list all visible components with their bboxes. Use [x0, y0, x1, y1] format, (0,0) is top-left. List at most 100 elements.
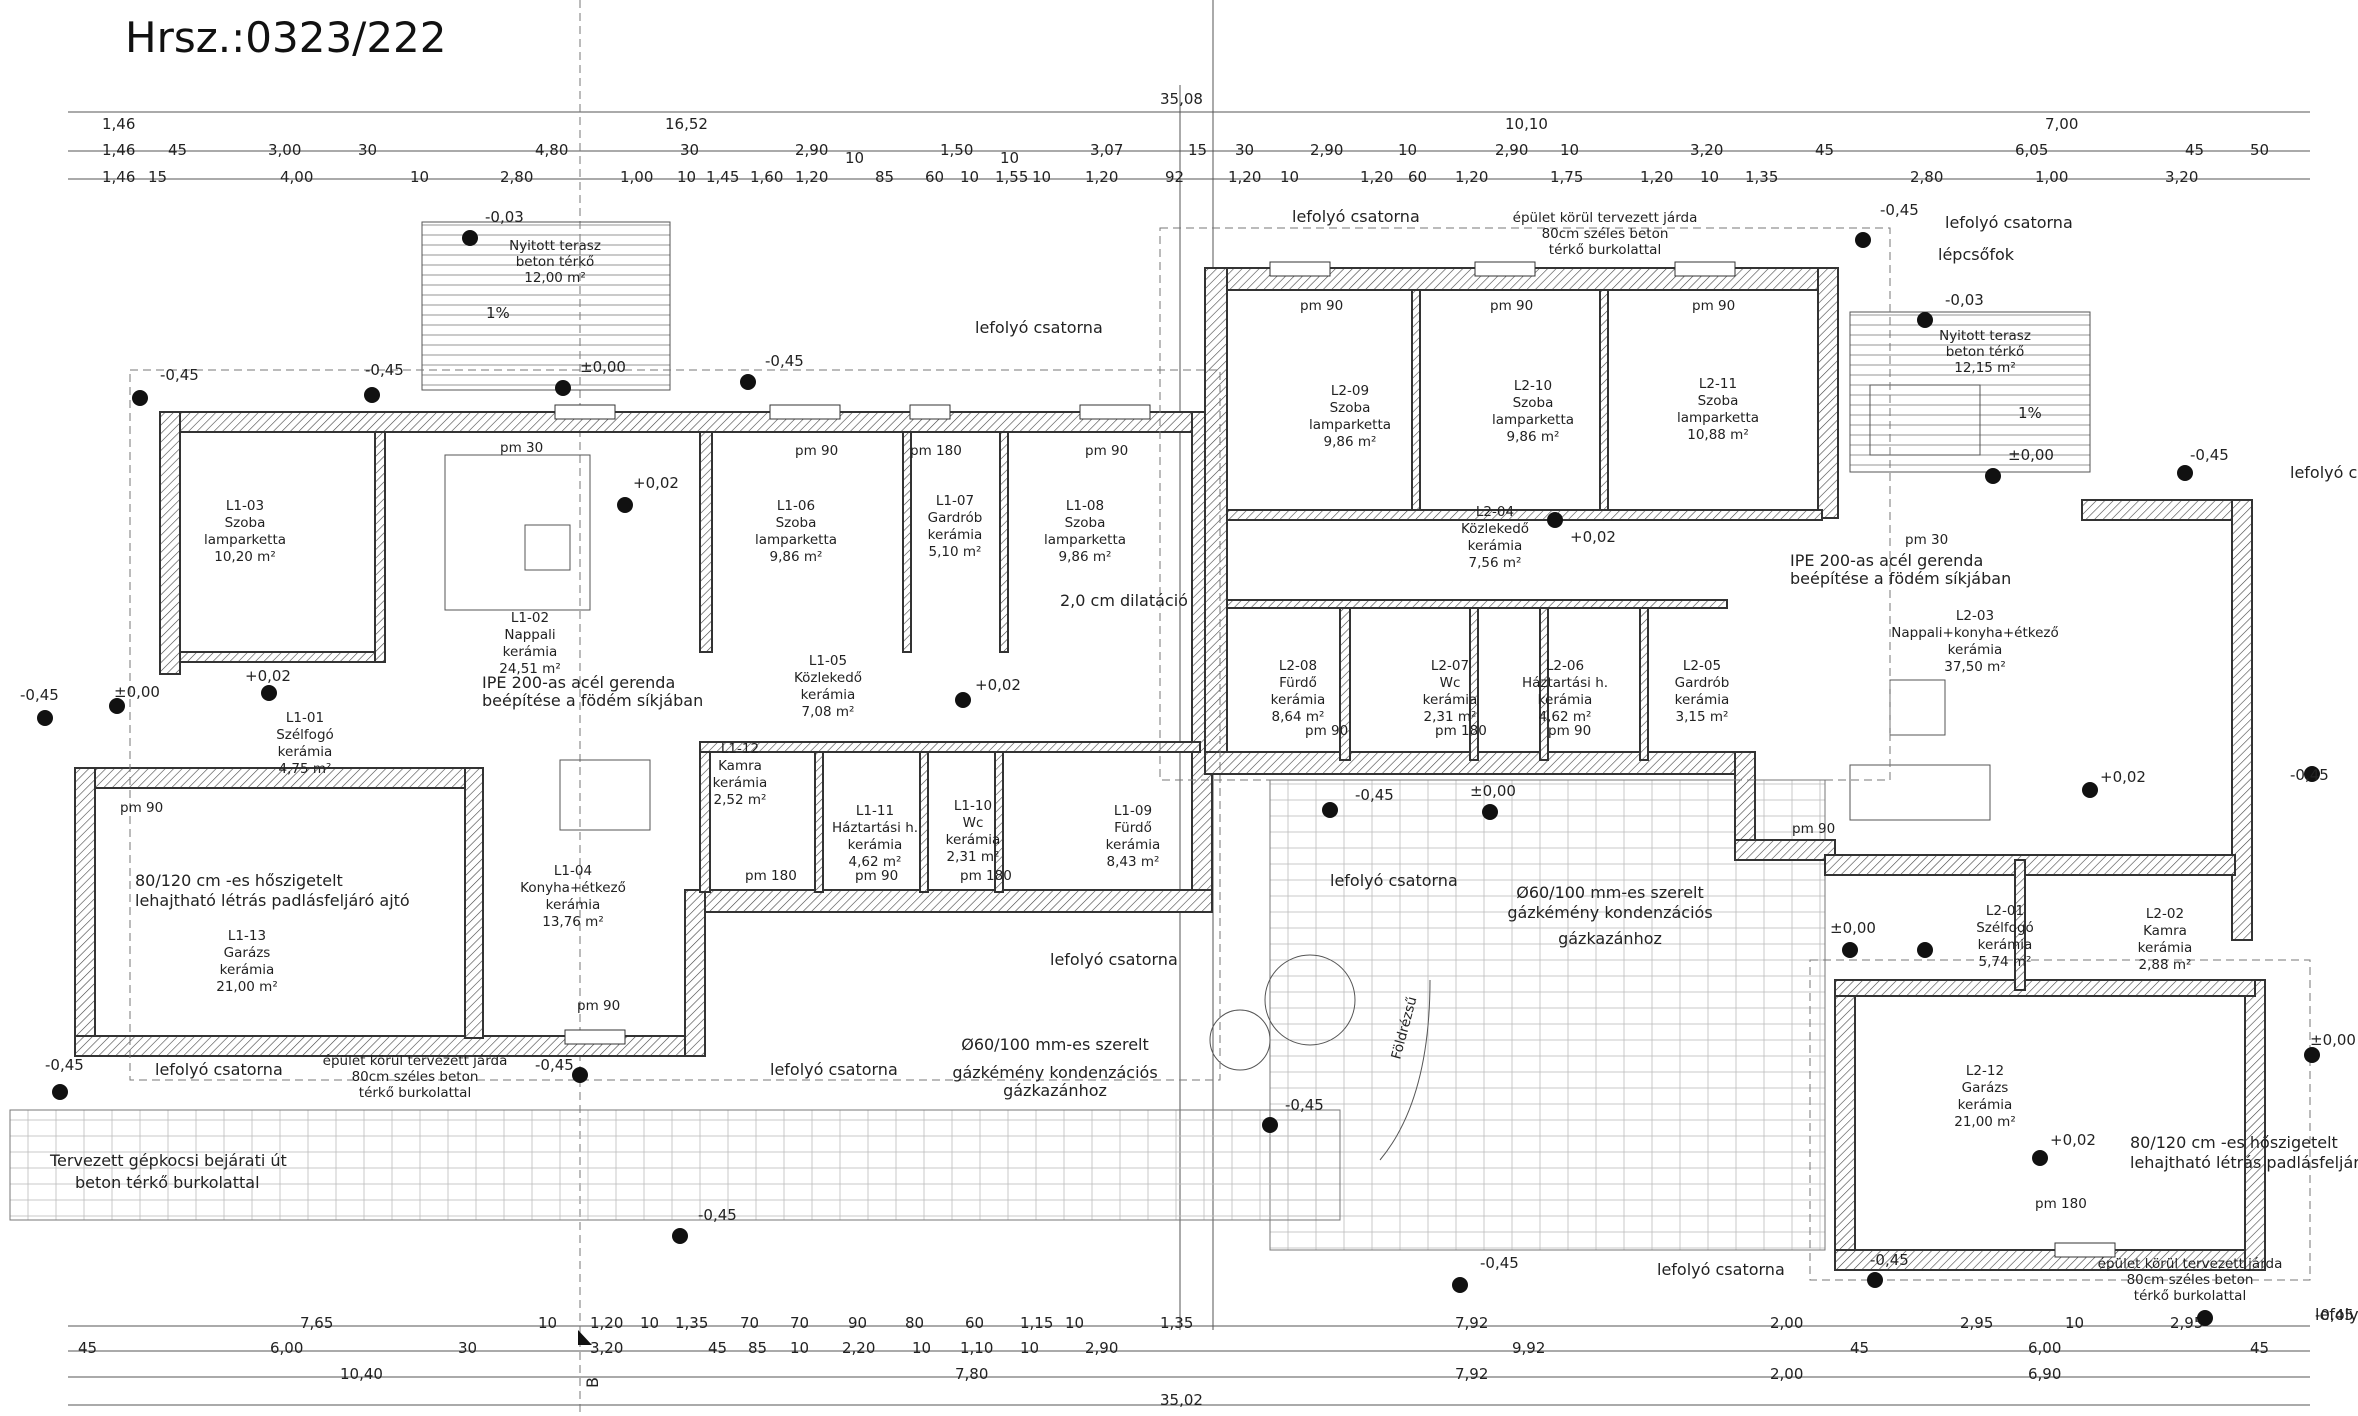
plan-text: 21,00 m² — [216, 979, 278, 995]
dim-label: 10 — [640, 1314, 659, 1332]
total-length-label: 35,02 — [1160, 1391, 1203, 1409]
plan-text: 4,62 m² — [849, 854, 902, 870]
dim-label: 10 — [410, 168, 429, 186]
plan-text: L1-05 — [809, 653, 847, 669]
dim-label: 1,50 — [940, 141, 973, 159]
dim-label: 7,65 — [300, 1314, 333, 1332]
plan-text: Háztartási h. — [1522, 675, 1608, 691]
driveway — [9, 1109, 1341, 1221]
plan-text: L1-11 — [856, 803, 894, 819]
dim-label: 1,46 — [102, 168, 135, 186]
sill-label: pm 180 — [745, 868, 797, 884]
gutter-label: lefolyó csatorna — [2290, 463, 2358, 482]
plan-text: L2-08 — [1279, 658, 1317, 674]
gutter-label: lefolyó csatorna — [1657, 1260, 1785, 1279]
dim-label: 6,00 — [270, 1339, 303, 1357]
sill-label: pm 90 — [795, 443, 838, 459]
plan-text: L2-12 — [1966, 1063, 2004, 1079]
plan-text: Szoba — [1698, 393, 1739, 409]
flue-note: gázkazánhoz — [1003, 1081, 1107, 1100]
dim-label: 45 — [168, 141, 187, 159]
dim-label: 1,45 — [706, 168, 739, 186]
plan-text: kerámia — [848, 837, 903, 853]
plan-text: L2-03 — [1956, 608, 1994, 624]
level-label: ±0,00 — [114, 683, 160, 701]
plan-text: Gardrób — [928, 510, 983, 526]
dim-label: 2,00 — [1770, 1314, 1803, 1332]
plan-text: 9,86 m² — [1059, 549, 1112, 565]
plan-text: L1-02 — [511, 610, 549, 626]
dim-label: 2,95 — [2170, 1314, 2203, 1332]
plan-text: L2-11 — [1699, 376, 1737, 392]
sill-label: pm 180 — [1435, 723, 1487, 739]
sill-label: pm 180 — [910, 443, 962, 459]
plan-text: Konyha+étkező — [520, 880, 626, 896]
plan-text: 10,88 m² — [1687, 427, 1749, 443]
plan-text: 7,08 m² — [802, 704, 855, 720]
beam-note: IPE 200-as acél gerenda — [1790, 551, 1983, 570]
dim-label: 50 — [2250, 141, 2269, 159]
plan-text: L1-06 — [777, 498, 815, 514]
plan-text: 37,50 m² — [1944, 659, 2006, 675]
plan-text: 3,15 m² — [1676, 709, 1729, 725]
dim-label: 2,90 — [1310, 141, 1343, 159]
plan-text: kerámia — [1675, 692, 1730, 708]
plan-text: 9,86 m² — [1324, 434, 1377, 450]
level-label: +0,02 — [1570, 528, 1616, 546]
plan-text: 8,43 m² — [1107, 854, 1160, 870]
plan-text: 13,76 m² — [542, 914, 604, 930]
walkway-note: térkő burkolattal — [1549, 242, 1661, 258]
plan-text: Kamra — [2143, 923, 2187, 939]
plan-text: lamparketta — [1309, 417, 1391, 433]
gutter-label: lefolyó csatorna — [2315, 1305, 2358, 1324]
level-label: ±0,00 — [2008, 446, 2054, 464]
plan-text: L1-13 — [228, 928, 266, 944]
plan-text: kerámia — [546, 897, 601, 913]
dim-label: 1,35 — [675, 1314, 708, 1332]
dim-label: 2,90 — [1495, 141, 1528, 159]
dim-label: 30 — [358, 141, 377, 159]
attic-hatch-note: lehajtható létrás padlásfeljáró ajtó — [135, 891, 410, 910]
gutter-label: lefolyó csatorna — [1330, 871, 1458, 890]
sill-label: pm 90 — [855, 868, 898, 884]
plan-text: lamparketta — [1492, 412, 1574, 428]
plot-title: Hrsz.:0323/222 — [125, 13, 446, 62]
plan-text: Háztartási h. — [832, 820, 918, 836]
plan-text: 12,15 m² — [1954, 360, 2016, 376]
attic-hatch-note: 80/120 cm -es hőszigetelt — [2130, 1133, 2338, 1152]
dim-label: 10,10 — [1505, 115, 1548, 133]
walkway-note: épület körül tervezett járda — [1513, 210, 1698, 226]
plan-text: lamparketta — [755, 532, 837, 548]
beam-note: beépítése a födém síkjában — [1790, 569, 2011, 588]
plan-text: L2-05 — [1683, 658, 1721, 674]
plan-text: lamparketta — [204, 532, 286, 548]
plan-text: 9,86 m² — [1507, 429, 1560, 445]
plan-text: 10,20 m² — [214, 549, 276, 565]
dim-label: 6,05 — [2015, 141, 2048, 159]
walkway-note: 80cm széles beton — [1542, 226, 1669, 242]
dim-label: 70 — [740, 1314, 759, 1332]
dim-label: 3,20 — [1690, 141, 1723, 159]
plan-text: kerámia — [1948, 642, 2003, 658]
dim-label: 1,15 — [1020, 1314, 1053, 1332]
gutter-label: lefolyó csatorna — [1292, 207, 1420, 226]
plan-text: kerámia — [2138, 940, 2193, 956]
plan-text: beton térkő — [1946, 344, 2025, 360]
dim-label: 60 — [1408, 168, 1427, 186]
plan-text: Wc — [963, 815, 984, 831]
plan-text: 12,00 m² — [524, 270, 586, 286]
slope-label: 1% — [486, 304, 510, 322]
level-label: +0,02 — [2100, 768, 2146, 786]
dim-label: 10 — [960, 168, 979, 186]
plan-text: L1-09 — [1114, 803, 1152, 819]
dim-label: 6,90 — [2028, 1365, 2061, 1383]
